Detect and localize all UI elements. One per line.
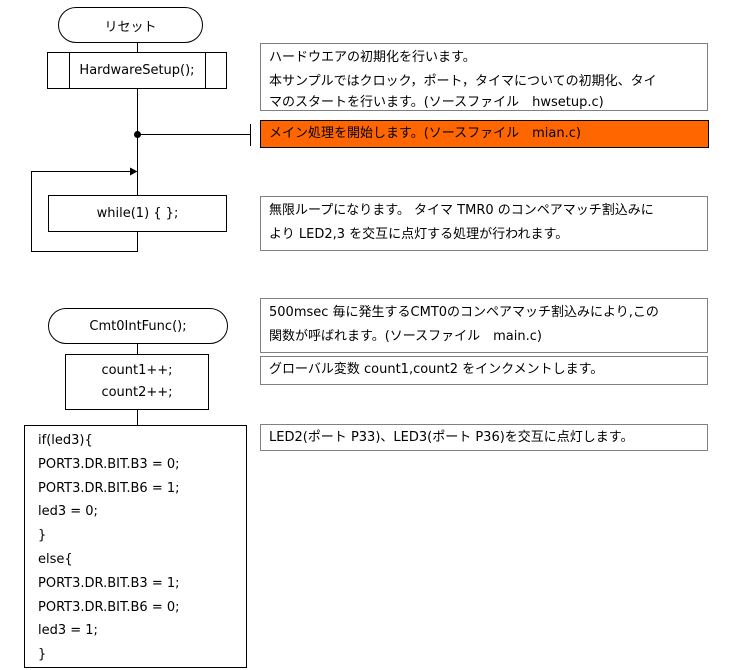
note-line: メイン処理を開始します。(ソースファイル mian.c)	[269, 126, 581, 141]
note-line: より LED2,3 を交互に点灯する処理が行われます。	[269, 227, 569, 242]
note-line: 無限ループになります。 タイマ TMR0 のコンペアマッチ割込みに	[269, 203, 654, 218]
note-line: LED2(ポート P33)、LED3(ポート P36)を交互に点灯します。	[269, 430, 634, 445]
hardware-setup-label: HardwareSetup();	[79, 63, 195, 78]
code-line: led3 = 0;	[38, 504, 98, 520]
junction-dot	[134, 131, 141, 138]
count2-line: count2++;	[101, 385, 173, 400]
isr-label: Cmt0IntFunc();	[89, 318, 187, 334]
note-line: マのスタートを行います。(ソースファイル hwsetup.c)	[269, 95, 604, 110]
isr-terminal: Cmt0IntFunc();	[48, 308, 228, 344]
setup-note: ハードウエアの初期化を行います。 本サンプルではクロック，ポート，タイマについて…	[260, 43, 708, 111]
count1-line: count1++;	[101, 363, 173, 378]
code-line: }	[38, 647, 47, 663]
loop-note: 無限ループになります。 タイマ TMR0 のコンペアマッチ割込みに より LED…	[260, 196, 708, 251]
hardware-setup-process: HardwareSetup();	[47, 52, 227, 89]
arrow-head	[130, 167, 138, 176]
reset-terminal: リセット	[58, 7, 203, 43]
led-toggle-code-box: if(led3){ PORT3.DR.BIT.B3 = 0; PORT3.DR.…	[24, 425, 247, 668]
code-line: PORT3.DR.BIT.B3 = 0;	[38, 456, 180, 472]
count-note: グローバル変数 count1,count2 をインクメントします。	[260, 356, 708, 385]
subprocess-right-bar	[205, 53, 206, 88]
note-line: 本サンプルではクロック，ポート，タイマについての初期化、タイ	[269, 74, 657, 89]
code-line: PORT3.DR.BIT.B6 = 0;	[38, 599, 180, 615]
code-line: PORT3.DR.BIT.B6 = 1;	[38, 480, 180, 496]
note-line: ハードウエアの初期化を行います。	[269, 50, 476, 65]
count-increment-box: count1++; count2++;	[65, 354, 209, 410]
note-line: 500msec 毎に発生するCMT0のコンペアマッチ割込みにより,この	[269, 305, 659, 320]
while-loop-label: while(1) { };	[96, 206, 179, 221]
main-start-note: メイン処理を開始します。(ソースファイル mian.c)	[260, 120, 709, 148]
while-loop-box: while(1) { };	[48, 195, 227, 232]
code-line: PORT3.DR.BIT.B3 = 1;	[38, 575, 180, 591]
note-line: 関数が呼ばれます。(ソースファイル main.c)	[269, 329, 542, 344]
reset-label: リセット	[104, 19, 157, 35]
led-note: LED2(ポート P33)、LED3(ポート P36)を交互に点灯します。	[260, 424, 708, 451]
subprocess-left-bar	[69, 53, 70, 88]
code-line: led3 = 1;	[38, 623, 98, 639]
code-line: if(led3){	[38, 433, 93, 448]
isr-note: 500msec 毎に発生するCMT0のコンペアマッチ割込みにより,この 関数が呼…	[260, 298, 708, 353]
code-line: else{	[38, 551, 73, 567]
code-line: }	[38, 528, 47, 544]
note-line: グローバル変数 count1,count2 をインクメントします。	[269, 362, 604, 377]
